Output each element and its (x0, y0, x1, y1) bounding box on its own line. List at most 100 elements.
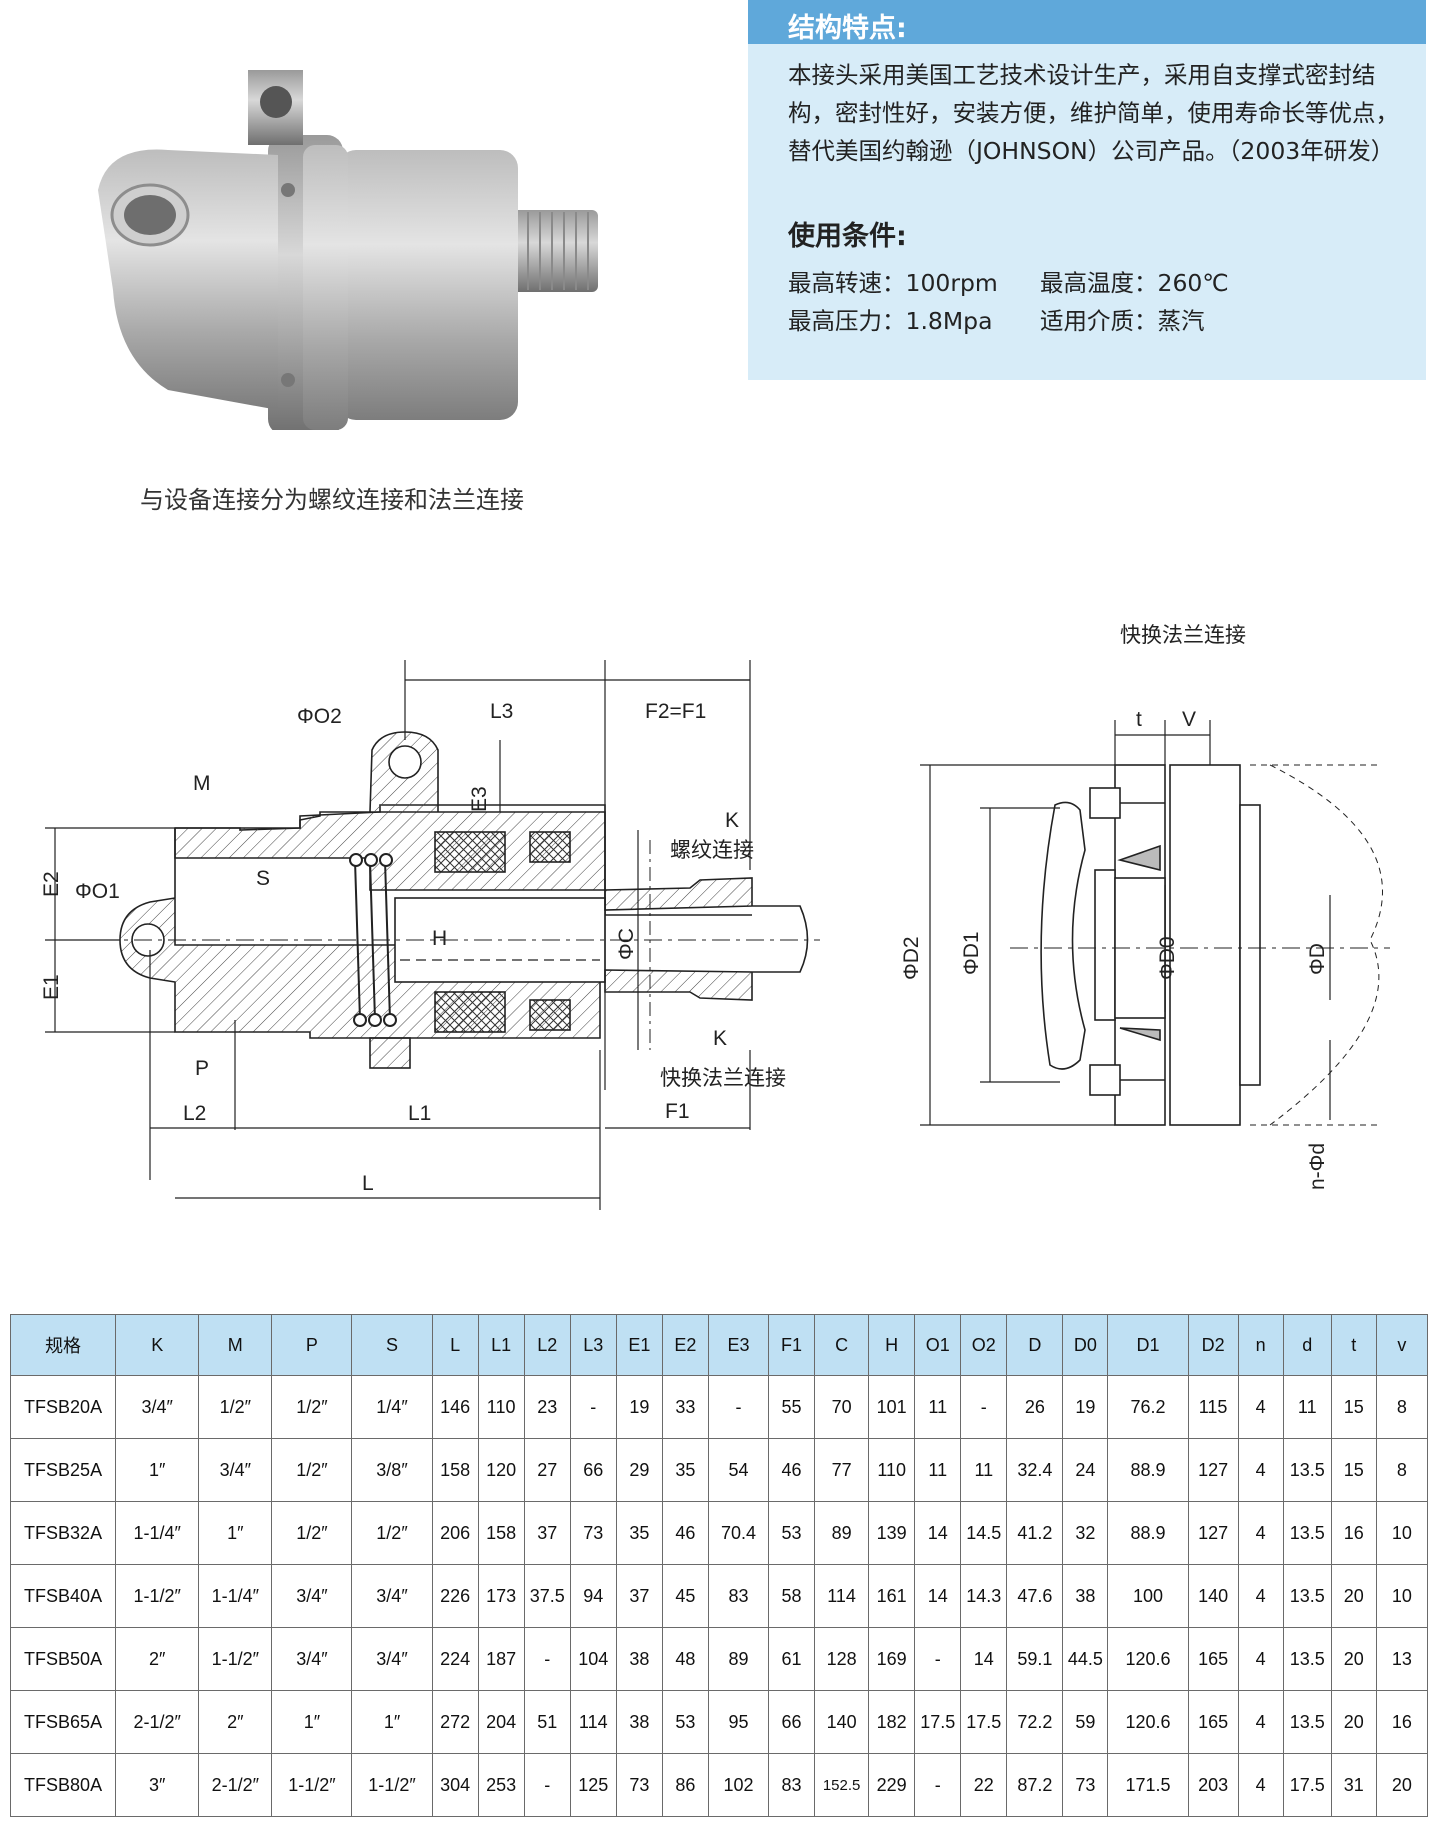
table-cell: TFSB80A (9, 1753, 117, 1817)
table-cell: 14 (960, 1627, 1008, 1691)
table-cell: 128 (814, 1627, 870, 1691)
table-cell: 37 (615, 1564, 663, 1628)
table-cell: 37.5 (523, 1564, 571, 1628)
table-cell: 3/4″ (271, 1627, 353, 1691)
label-thread: 螺纹连接 (670, 839, 754, 862)
col-header-12: F1 (768, 1314, 816, 1376)
dim-O2: ΦO2 (297, 705, 342, 728)
table-cell: 139 (868, 1501, 916, 1565)
table-cell: 1-1/2″ (351, 1753, 433, 1817)
table-cell: 140 (1187, 1564, 1239, 1628)
table-cell: 15 (1330, 1438, 1377, 1502)
table-cell: 161 (868, 1564, 916, 1628)
table-cell: 120 (477, 1438, 525, 1502)
table-cell: 1-1/2″ (115, 1564, 200, 1628)
table-cell: 53 (661, 1690, 709, 1754)
col-header-17: D (1006, 1314, 1064, 1376)
table-cell: 37 (523, 1501, 571, 1565)
table-cell: 14 (914, 1564, 962, 1628)
table-cell: 1/4″ (351, 1375, 433, 1439)
table-cell: 73 (569, 1501, 617, 1565)
table-cell: 23 (523, 1375, 571, 1439)
col-header-4: S (351, 1314, 433, 1376)
dim-O1: ΦO1 (75, 880, 120, 903)
table-cell: 1″ (115, 1438, 200, 1502)
dim-F1: F1 (665, 1100, 690, 1123)
table-cell: 169 (868, 1627, 916, 1691)
table-cell: 3/8″ (351, 1438, 433, 1502)
table-cell: 51 (523, 1690, 571, 1754)
table-cell: 229 (868, 1753, 916, 1817)
table-cell: 89 (707, 1627, 770, 1691)
table-cell: 32 (1062, 1501, 1109, 1565)
table-cell: 66 (569, 1438, 617, 1502)
table-cell: 94 (569, 1564, 617, 1628)
conditions-title: 使用条件: (788, 221, 907, 252)
table-cell: TFSB40A (9, 1564, 117, 1628)
table-cell: 206 (431, 1501, 479, 1565)
col-header-22: d (1282, 1314, 1332, 1376)
rotary-joint-photo (98, 70, 598, 430)
table-cell: 182 (868, 1690, 916, 1754)
flange-view: 快换法兰连接 t V ΦD2 ΦD1 ΦD0 ΦD n-Φd (900, 624, 1390, 1190)
dim-S: S (256, 867, 270, 890)
table-cell: 114 (569, 1690, 617, 1754)
table-cell: 86 (661, 1753, 709, 1817)
features-title: 结构特点: (788, 13, 907, 44)
table-cell: 11 (1282, 1375, 1332, 1439)
table-cell: 146 (431, 1375, 479, 1439)
table-cell: 14 (914, 1501, 962, 1565)
dim-L: L (362, 1172, 374, 1195)
features-text: 本接头采用美国工艺技术设计生产，采用自支撑式密封结构，密封性好，安装方便，维护简… (788, 61, 1399, 165)
table-cell: 4 (1237, 1690, 1284, 1754)
table-cell: 11 (960, 1438, 1008, 1502)
table-cell: 8 (1375, 1438, 1429, 1502)
table-cell: 70 (814, 1375, 870, 1439)
table-cell: 17.5 (1282, 1753, 1332, 1817)
table-cell: 16 (1330, 1501, 1377, 1565)
table-cell: 1/2″ (271, 1375, 353, 1439)
table-cell: 27 (523, 1438, 571, 1502)
table-cell: 73 (1062, 1753, 1109, 1817)
col-header-11: E3 (707, 1314, 770, 1376)
table-cell: 77 (814, 1438, 870, 1502)
table-cell: 22 (960, 1753, 1008, 1817)
table-cell: 83 (768, 1753, 816, 1817)
table-cell: 1″ (351, 1690, 433, 1754)
table-cell: 127 (1187, 1501, 1239, 1565)
dim-L2: L2 (183, 1102, 206, 1125)
col-header-6: L1 (477, 1314, 525, 1376)
table-cell: - (707, 1375, 770, 1439)
table-cell: 115 (1187, 1375, 1239, 1439)
table-cell: 13.5 (1282, 1438, 1332, 1502)
table-cell: 8 (1375, 1375, 1429, 1439)
table-cell: 15 (1330, 1375, 1377, 1439)
table-cell: 33 (661, 1375, 709, 1439)
table-cell: 4 (1237, 1753, 1284, 1817)
dim-K-top: K (725, 809, 739, 832)
dim-F2F1: F2=F1 (645, 700, 706, 723)
table-cell: 59 (1062, 1690, 1109, 1754)
table-cell: 11 (914, 1438, 962, 1502)
table-cell: 110 (868, 1438, 916, 1502)
table-cell: 1/2″ (271, 1501, 353, 1565)
condition-temp: 最高温度：260℃ (1040, 269, 1229, 297)
table-cell: 58 (768, 1564, 816, 1628)
table-cell: 20 (1330, 1564, 1377, 1628)
dim-E2: E2 (40, 871, 63, 897)
table-cell: 14.3 (960, 1564, 1008, 1628)
table-cell: 26 (1006, 1375, 1064, 1439)
table-cell: 10 (1375, 1564, 1429, 1628)
table-cell: 76.2 (1107, 1375, 1189, 1439)
table-cell: 53 (768, 1501, 816, 1565)
col-header-2: M (198, 1314, 273, 1376)
col-header-18: D0 (1062, 1314, 1109, 1376)
table-cell: 1-1/2″ (198, 1627, 273, 1691)
table-cell: 101 (868, 1375, 916, 1439)
